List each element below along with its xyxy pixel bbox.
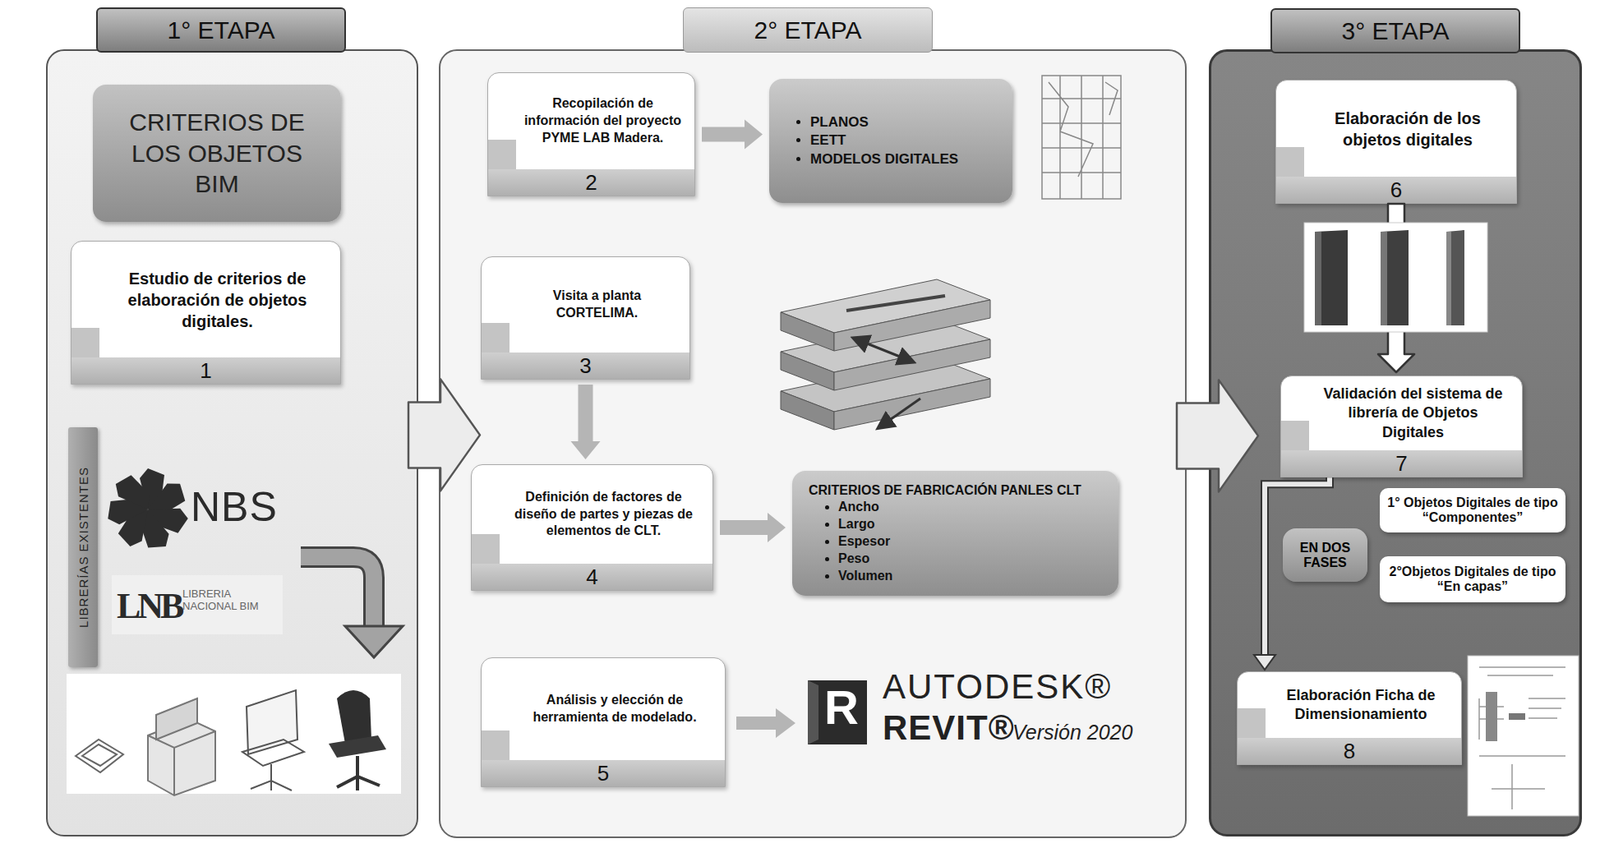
corner-tab bbox=[71, 327, 100, 358]
criteria-box: CRITERIOS DE FABRICACIÓN PANLES CLTAncho… bbox=[792, 470, 1119, 596]
corner-tab bbox=[488, 139, 517, 170]
process-box: Validación del sistema de librería de Ob… bbox=[1280, 375, 1523, 478]
logo-text: R bbox=[824, 683, 859, 732]
process-text: Recopilación de información del proyecto… bbox=[522, 95, 683, 147]
heading-box: CRITERIOS DE LOS OBJETOS BIM bbox=[92, 84, 342, 222]
box-text: EN DOS FASES bbox=[1289, 540, 1361, 571]
logo-text: AUTODESK® bbox=[882, 667, 1112, 707]
process-box: Recopilación de información del proyecto… bbox=[487, 72, 696, 197]
stage-panel: 1° ETAPACRITERIOS DE LOS OBJETOS BIMEstu… bbox=[46, 49, 419, 837]
box-text: CRITERIOS DE LOS OBJETOS BIM bbox=[120, 106, 314, 200]
process-body: Validación del sistema de librería de Ob… bbox=[1281, 376, 1522, 451]
list-item: MODELOS DIGITALES bbox=[810, 150, 996, 169]
list-item: Largo bbox=[838, 516, 1103, 534]
logo-text: Versión 2020 bbox=[1012, 720, 1133, 745]
stage-panel: 2° ETAPARecopilación de información del … bbox=[438, 49, 1187, 839]
stage-tab: 1° ETAPA bbox=[96, 7, 346, 53]
process-box: Estudio de criterios de elaboración de o… bbox=[70, 240, 342, 385]
process-text: Definición de factores de diseño de part… bbox=[506, 488, 701, 540]
step-number: 8 bbox=[1343, 738, 1356, 764]
step-strip: 3 bbox=[481, 352, 690, 379]
band-label: LIBRERÍAS EXISTENTES bbox=[76, 466, 91, 628]
list-box: PLANOSEETTMODELOS DIGITALES bbox=[769, 78, 1013, 203]
process-body: Análisis y elección de herramienta de mo… bbox=[481, 658, 725, 761]
process-box: Elaboración de los objetos digitales 6 bbox=[1275, 79, 1518, 204]
list-item: PLANOS bbox=[810, 113, 996, 132]
step-number: 7 bbox=[1395, 451, 1407, 476]
step-number: 2 bbox=[585, 170, 597, 195]
corner-tab bbox=[471, 534, 500, 564]
step-number: 3 bbox=[579, 353, 591, 379]
corner-tab bbox=[1281, 420, 1310, 451]
process-text: Análisis y elección de herramienta de mo… bbox=[516, 691, 714, 727]
corner-tab bbox=[481, 730, 510, 761]
box-text: 1° Objetos Digitales de tipo “Componente… bbox=[1386, 495, 1559, 526]
stage-tab: 3° ETAPA bbox=[1270, 8, 1521, 54]
list-item: Ancho bbox=[838, 498, 1103, 517]
stage-panel: 3° ETAPAElaboración de los objetos digit… bbox=[1208, 49, 1582, 837]
box-text: 2°Objetos Digitales de tipo “En capas” bbox=[1386, 564, 1559, 595]
list-item: Volumen bbox=[838, 567, 1103, 586]
criteria-heading: CRITERIOS DE FABRICACIÓN PANLES CLT bbox=[808, 482, 1103, 500]
phase-box: 2°Objetos Digitales de tipo “En capas” bbox=[1379, 556, 1566, 603]
step-strip: 6 bbox=[1276, 176, 1517, 203]
process-body: Definición de factores de diseño de part… bbox=[471, 465, 713, 564]
step-strip: 5 bbox=[481, 760, 725, 787]
step-strip: 4 bbox=[471, 563, 713, 591]
heading-box: EN DOS FASES bbox=[1282, 528, 1368, 582]
step-strip: 2 bbox=[488, 169, 695, 196]
vertical-band: LIBRERÍAS EXISTENTES bbox=[68, 427, 98, 668]
process-box: Elaboración Ficha de Dimensionamiento 8 bbox=[1236, 671, 1462, 766]
stage-tab: 2° ETAPA bbox=[682, 7, 933, 53]
corner-tab bbox=[1276, 147, 1305, 177]
step-strip: 1 bbox=[71, 357, 341, 384]
process-box: Definición de factores de diseño de part… bbox=[470, 464, 714, 591]
step-number: 6 bbox=[1390, 177, 1402, 203]
step-number: 5 bbox=[597, 760, 609, 786]
process-text: Validación del sistema de librería de Ob… bbox=[1315, 384, 1511, 443]
logo-text: LNB bbox=[116, 585, 181, 628]
list-item: Peso bbox=[838, 550, 1103, 568]
process-body: Estudio de criterios de elaboración de o… bbox=[71, 241, 341, 358]
process-text: Visita a planta CORTELIMA. bbox=[516, 287, 678, 323]
process-body: Elaboración Ficha de Dimensionamiento bbox=[1237, 672, 1462, 738]
step-number: 1 bbox=[199, 358, 212, 383]
phase-box: 1° Objetos Digitales de tipo “Componente… bbox=[1379, 488, 1566, 533]
process-text: Elaboración de los objetos digitales bbox=[1310, 107, 1505, 151]
process-text: Estudio de criterios de elaboración de o… bbox=[106, 267, 329, 332]
logo-text: REVIT® bbox=[882, 708, 1015, 748]
corner-tab bbox=[481, 322, 510, 353]
list-item: EETT bbox=[810, 131, 996, 150]
process-text: Elaboración Ficha de Dimensionamiento bbox=[1272, 686, 1450, 725]
step-strip: 7 bbox=[1281, 450, 1522, 477]
process-body: Recopilación de información del proyecto… bbox=[488, 73, 695, 170]
step-strip: 8 bbox=[1237, 737, 1462, 765]
logo-text: NBS bbox=[190, 483, 278, 531]
list-item: Espesor bbox=[838, 533, 1103, 551]
process-body: Elaboración de los objetos digitales bbox=[1276, 80, 1517, 177]
step-number: 4 bbox=[585, 564, 598, 590]
process-box: Visita a planta CORTELIMA. 3 bbox=[480, 256, 691, 380]
process-box: Análisis y elección de herramienta de mo… bbox=[480, 657, 726, 788]
logo-text: LIBRERIA NACIONAL BIM bbox=[182, 588, 273, 614]
corner-tab bbox=[1237, 708, 1266, 738]
process-body: Visita a planta CORTELIMA. bbox=[481, 257, 690, 353]
